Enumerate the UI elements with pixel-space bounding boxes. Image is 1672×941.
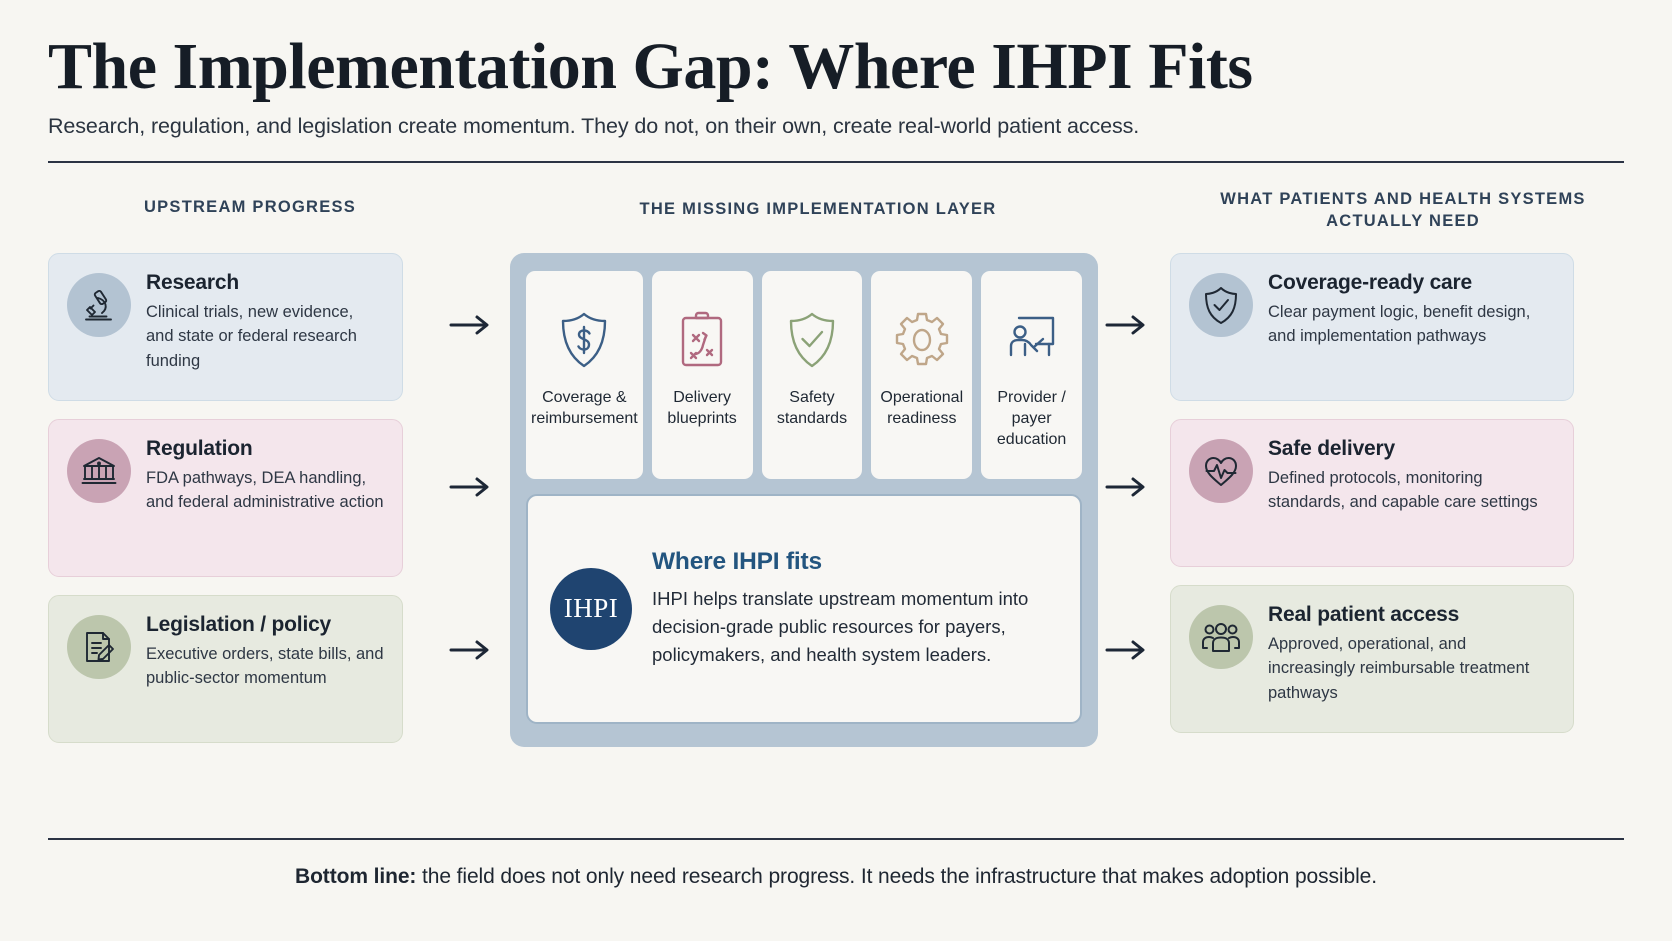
card-body: Safe delivery Defined protocols, monitor… [1268, 437, 1555, 515]
callout-body: Where IHPI fits IHPI helps translate ups… [652, 548, 1054, 669]
ihpi-logo-badge: IHPI [550, 567, 632, 650]
card-title: Real patient access [1268, 602, 1460, 626]
card-description: Executive orders, state bills, and publi… [146, 644, 384, 688]
arrow-right-icon [1104, 475, 1148, 499]
gear-icon [893, 297, 951, 383]
bottom-line-lead: Bottom line: [295, 865, 417, 888]
card-research[interactable]: Research Clinical trials, new evidence, … [48, 252, 403, 401]
tile-operational-readiness[interactable]: Operational readiness [871, 270, 973, 479]
presenter-board-icon [1003, 297, 1061, 383]
card-description: Approved, operational, and increasingly … [1268, 634, 1530, 702]
card-body: Regulation FDA pathways, DEA handling, a… [146, 437, 384, 515]
tile-label: Operational readiness [880, 388, 964, 428]
arrow-right-icon [448, 638, 492, 662]
callout-title: Where IHPI fits [652, 548, 822, 576]
card-description: FDA pathways, DEA handling, and federal … [146, 468, 384, 512]
tile-delivery-blueprints[interactable]: Delivery blueprints [651, 270, 753, 479]
tile-label: Provider / payer education [996, 388, 1067, 449]
implementation-tiles: Coverage & reimbursement [526, 270, 1083, 479]
card-regulation[interactable]: Regulation FDA pathways, DEA handling, a… [48, 418, 403, 577]
missing-implementation-layer-panel: Coverage & reimbursement [510, 252, 1098, 747]
arrow-right-icon [1104, 313, 1148, 337]
where-ihpi-fits-callout: IHPI Where IHPI fits IHPI helps translat… [526, 493, 1082, 724]
tile-label: Coverage & reimbursement [531, 388, 638, 428]
tile-label: Safety standards [776, 388, 848, 428]
shield-check-icon [1189, 272, 1253, 337]
card-legislation-policy[interactable]: Legislation / policy Executive orders, s… [48, 594, 403, 743]
tile-label: Delivery blueprints [667, 388, 737, 428]
patient-needs-column: Coverage-ready care Clear payment logic,… [1170, 252, 1574, 733]
page-subtitle: Research, regulation, and legislation cr… [48, 113, 1140, 138]
card-body: Real patient access Approved, operationa… [1268, 603, 1555, 705]
card-title: Safe delivery [1268, 436, 1395, 460]
column-heading-right: WHAT PATIENTS AND HEALTH SYSTEMS ACTUALL… [1220, 189, 1586, 230]
bottom-line-text: the field does not only need research pr… [416, 865, 1377, 888]
column-headings: UPSTREAM PROGRESS THE MISSING IMPLEMENTA… [48, 189, 1624, 253]
callout-text: IHPI helps translate upstream momentum i… [652, 588, 1029, 666]
page-title: The Implementation Gap: Where IHPI Fits [48, 30, 1253, 103]
document-pencil-icon [67, 614, 131, 679]
tile-provider-payer-education[interactable]: Provider / payer education [981, 270, 1083, 479]
card-title: Regulation [146, 436, 253, 460]
microscope-icon [67, 272, 131, 337]
card-title: Coverage-ready care [1268, 270, 1472, 294]
tile-coverage-reimbursement[interactable]: Coverage & reimbursement [526, 270, 643, 479]
card-body: Legislation / policy Executive orders, s… [146, 613, 384, 691]
shield-dollar-icon [557, 297, 611, 383]
upstream-progress-column: Research Clinical trials, new evidence, … [48, 252, 403, 743]
tile-safety-standards[interactable]: Safety standards [761, 270, 863, 479]
card-description: Defined protocols, monitoring standards,… [1268, 468, 1538, 512]
column-heading-left: UPSTREAM PROGRESS [144, 197, 356, 216]
arrow-right-icon [1104, 638, 1148, 662]
column-heading-center: THE MISSING IMPLEMENTATION LAYER [639, 199, 997, 218]
card-body: Coverage-ready care Clear payment logic,… [1268, 271, 1555, 349]
card-title: Research [146, 270, 239, 294]
card-safe-delivery[interactable]: Safe delivery Defined protocols, monitor… [1170, 418, 1574, 567]
shield-check-icon [785, 297, 839, 383]
heart-pulse-icon [1189, 438, 1253, 503]
card-description: Clear payment logic, benefit design, and… [1268, 302, 1531, 346]
header-divider [48, 160, 1624, 163]
people-group-icon [1189, 604, 1253, 669]
bottom-line: Bottom line: the field does not only nee… [48, 865, 1624, 889]
arrow-right-icon [448, 475, 492, 499]
card-real-patient-access[interactable]: Real patient access Approved, operationa… [1170, 584, 1574, 733]
footer-divider [48, 838, 1624, 840]
main-diagram: Research Clinical trials, new evidence, … [48, 252, 1624, 763]
arrow-right-icon [448, 313, 492, 337]
card-coverage-ready-care[interactable]: Coverage-ready care Clear payment logic,… [1170, 252, 1574, 401]
card-body: Research Clinical trials, new evidence, … [146, 271, 384, 373]
card-title: Legislation / policy [146, 612, 332, 636]
clipboard-strategy-icon [676, 297, 728, 383]
card-description: Clinical trials, new evidence, and state… [146, 302, 357, 370]
government-building-icon [67, 438, 131, 503]
